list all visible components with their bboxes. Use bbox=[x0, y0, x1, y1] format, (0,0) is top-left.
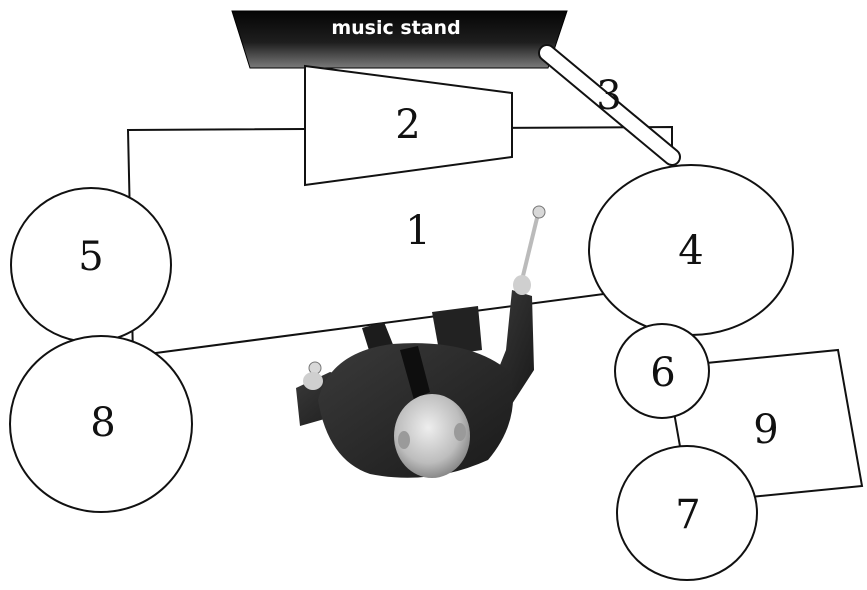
instrument-7-drum: 7 bbox=[616, 445, 758, 581]
instrument-2-trapezoid: 2 bbox=[304, 64, 513, 187]
instrument-4-label: 4 bbox=[678, 228, 703, 274]
instrument-8-drum: 8 bbox=[9, 335, 193, 513]
instrument-5-label: 5 bbox=[78, 234, 103, 280]
music-stand: music stand bbox=[231, 10, 568, 69]
instrument-5-drum: 5 bbox=[10, 187, 172, 343]
instrument-3-rod: 3 bbox=[538, 44, 681, 166]
instrument-4-drum: 4 bbox=[588, 164, 794, 336]
instrument-6-drum: 6 bbox=[614, 323, 710, 419]
instrument-9-label: 9 bbox=[753, 407, 778, 453]
performer-photo bbox=[296, 205, 546, 478]
instrument-8-label: 8 bbox=[90, 400, 115, 446]
instrument-7-label: 7 bbox=[675, 492, 700, 538]
instrument-3-label: 3 bbox=[596, 73, 621, 119]
instrument-1-label: 1 bbox=[405, 208, 430, 254]
instrument-6-label: 6 bbox=[650, 350, 675, 396]
instrument-2-label: 2 bbox=[395, 102, 420, 148]
music-stand-label: music stand bbox=[331, 17, 460, 39]
